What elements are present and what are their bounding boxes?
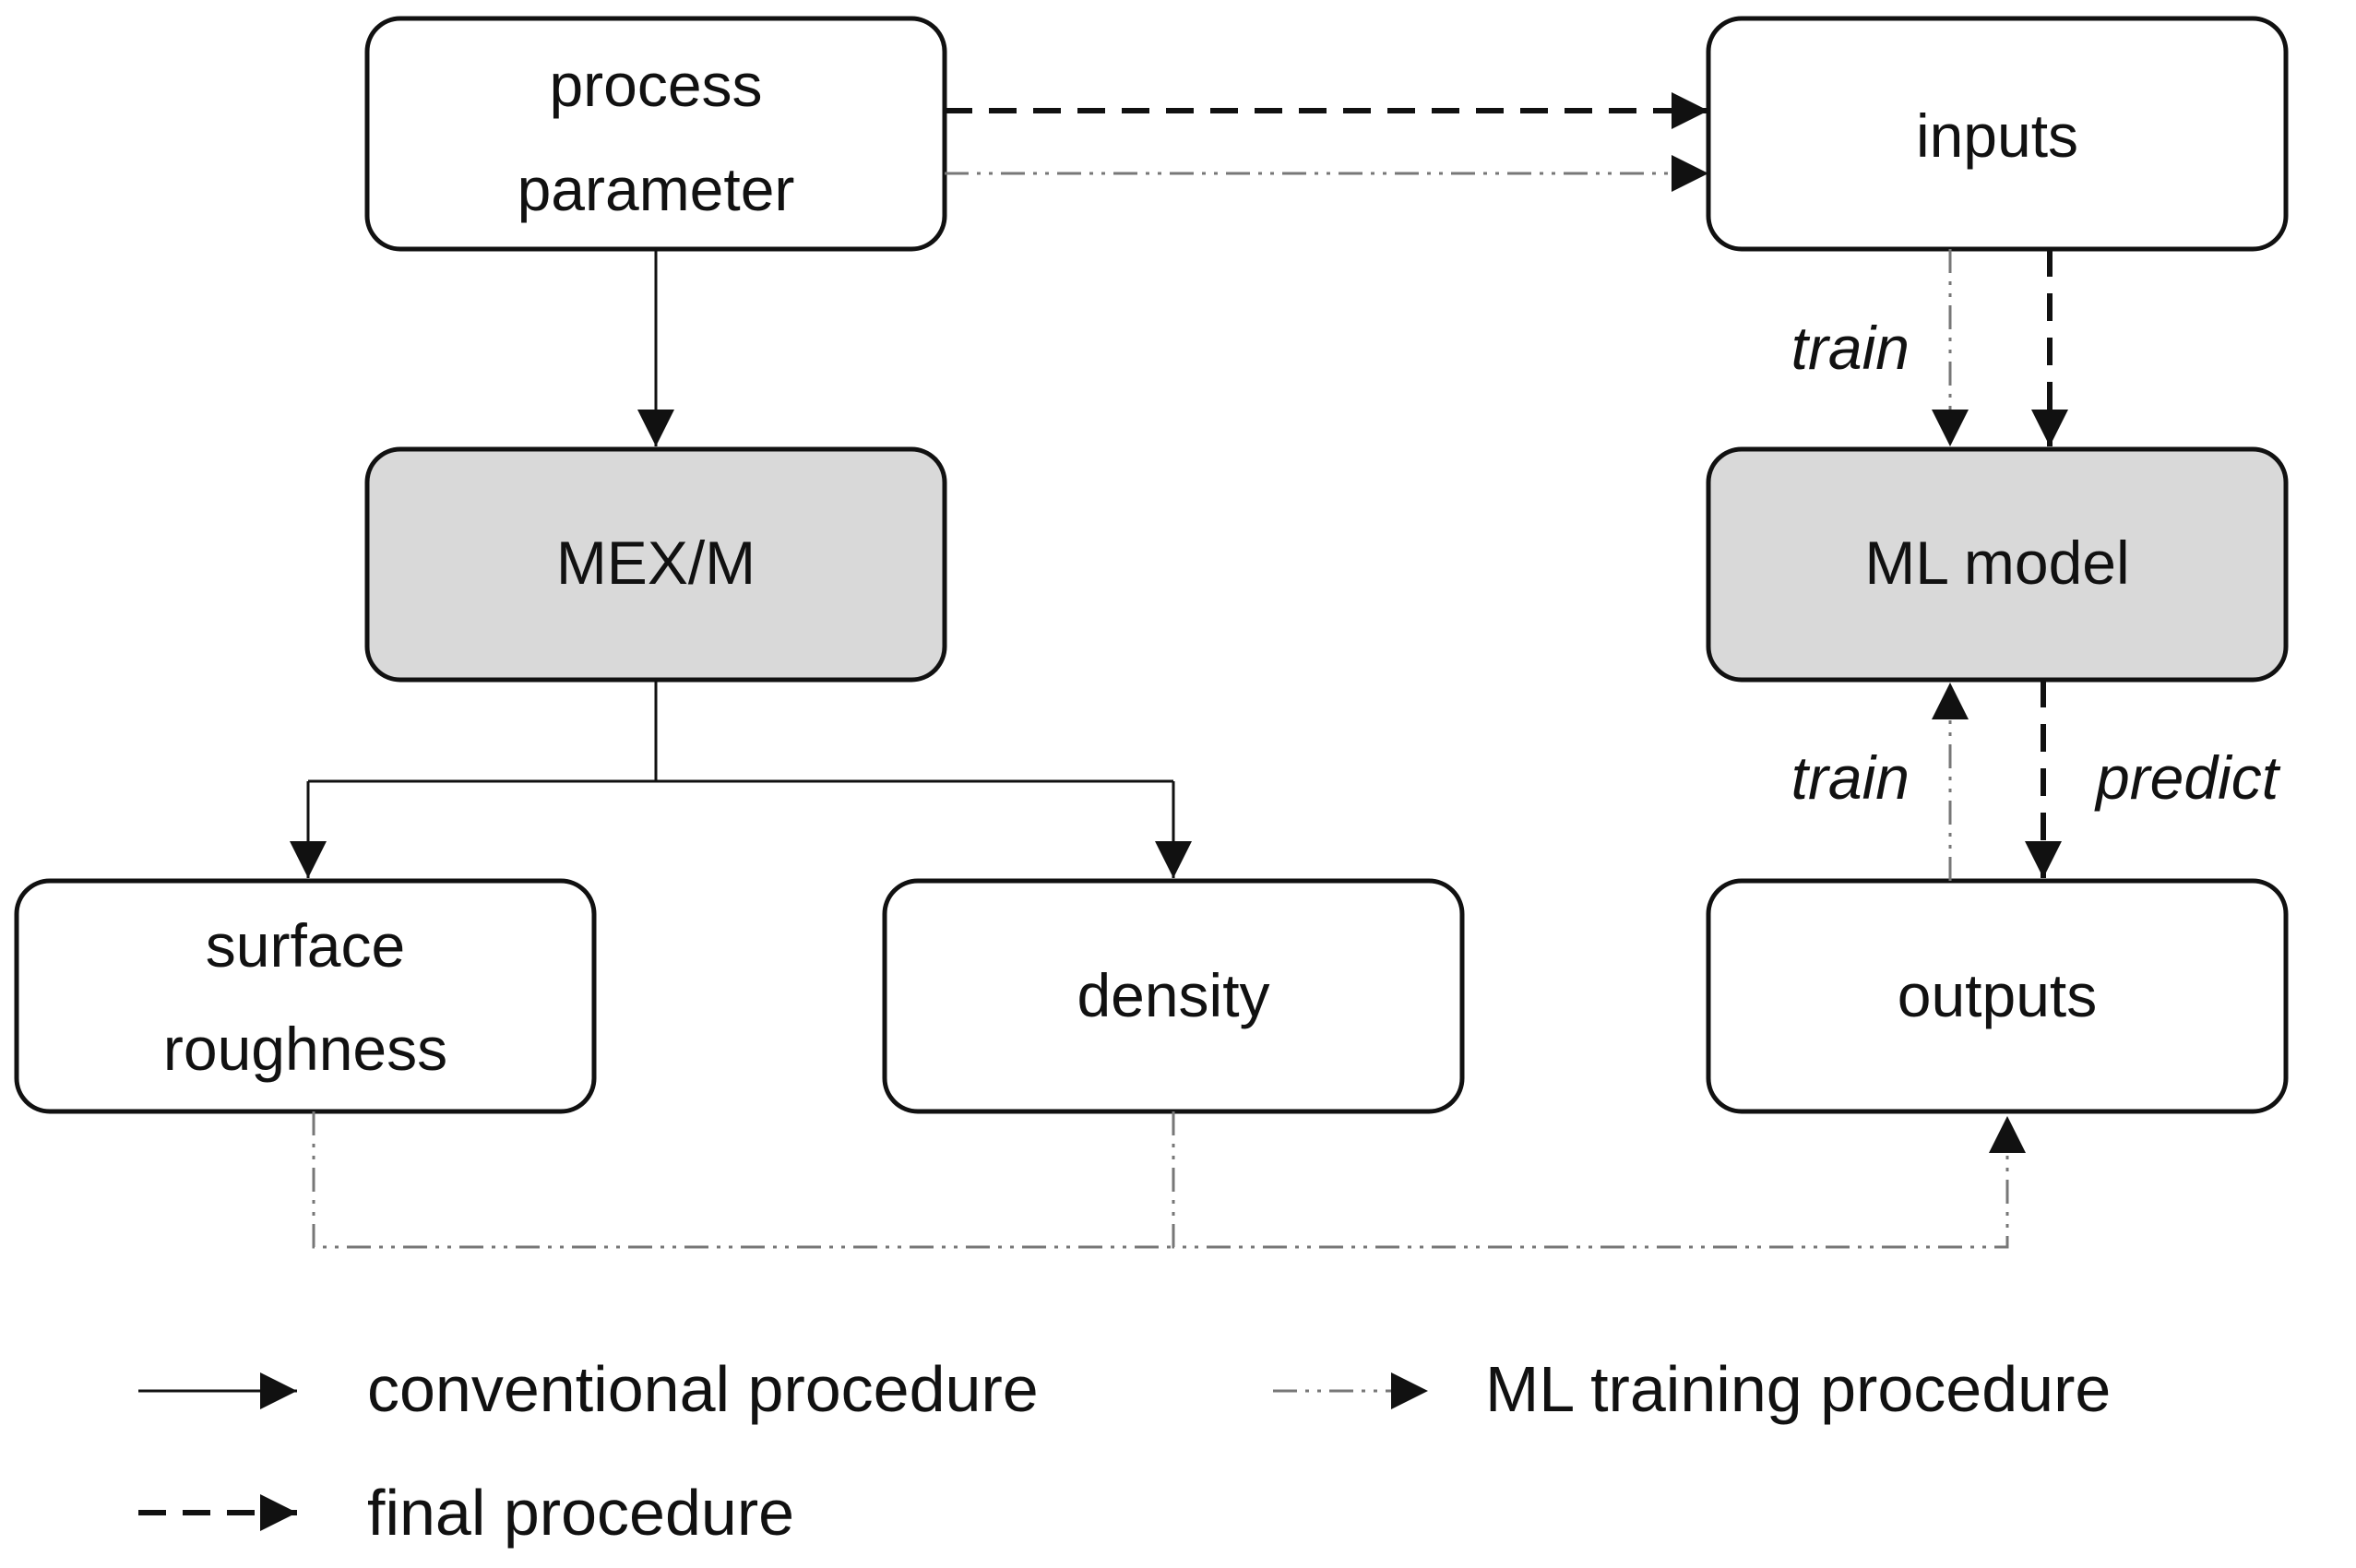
node-process-parameter-line2: parameter <box>518 155 795 223</box>
node-outputs-label: outputs <box>1898 961 2098 1029</box>
node-density-label: density <box>1077 961 1269 1029</box>
edge-label-train-outputs: train <box>1791 743 1910 812</box>
node-mex-m-label: MEX/M <box>556 529 756 597</box>
node-outputs: outputs <box>1706 878 2289 1114</box>
legend-final-label: final procedure <box>367 1477 794 1549</box>
node-ml-model-label: ML model <box>1864 529 2129 597</box>
node-ml-model: ML model <box>1706 446 2289 683</box>
legend: conventional procedure ML training proce… <box>138 1353 2111 1549</box>
node-process-parameter: process parameter <box>364 16 947 252</box>
node-density: density <box>882 878 1465 1114</box>
node-inputs: inputs <box>1706 16 2289 252</box>
node-inputs-label: inputs <box>1916 101 2078 170</box>
legend-ml-training-label: ML training procedure <box>1485 1353 2111 1425</box>
node-mex-m: MEX/M <box>364 446 947 683</box>
node-surface-roughness-line1: surface <box>206 911 405 980</box>
node-surface-roughness-line2: roughness <box>163 1015 447 1083</box>
edge-training-surface-roughness-to-bus <box>312 1111 1173 1249</box>
edge-training-density-to-outputs <box>1172 1111 2026 1249</box>
node-surface-roughness: surface roughness <box>14 878 597 1114</box>
edge-label-predict: predict <box>2094 743 2281 812</box>
node-process-parameter-line1: process <box>549 51 762 119</box>
legend-conventional-label: conventional procedure <box>367 1353 1039 1425</box>
edge-label-train-inputs: train <box>1791 314 1910 382</box>
